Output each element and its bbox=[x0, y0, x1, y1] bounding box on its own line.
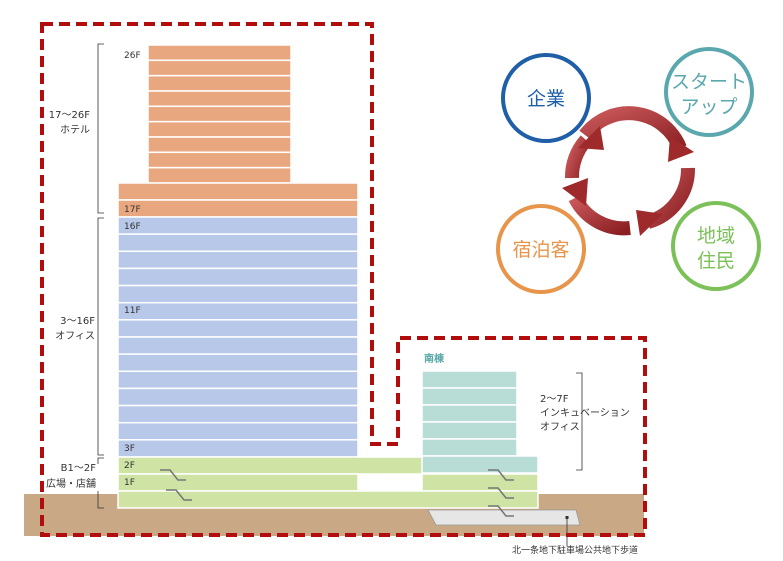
south-floor bbox=[421, 438, 518, 457]
retail-floor bbox=[117, 473, 359, 492]
hotel-floor bbox=[147, 136, 292, 154]
office-floor bbox=[117, 370, 359, 390]
hotel-floor bbox=[117, 182, 359, 201]
office-floor bbox=[117, 284, 359, 304]
office-floor bbox=[117, 233, 359, 253]
south-floor bbox=[421, 387, 518, 406]
south-floor bbox=[421, 370, 518, 389]
south-floor bbox=[421, 404, 518, 423]
hotel-range-label: 17～26F bbox=[49, 110, 90, 121]
hotel-use-label: ホテル bbox=[60, 124, 90, 136]
underground-caption: 北一条地下駐車場公共地下歩道 bbox=[512, 544, 638, 556]
office-floor bbox=[117, 439, 359, 458]
south-bracket bbox=[576, 372, 583, 471]
hotel-bracket bbox=[97, 43, 104, 214]
cycle-arrowheads bbox=[562, 126, 694, 236]
circle-companies-label: 企業 bbox=[527, 88, 565, 110]
south-use-label-2: オフィス bbox=[540, 421, 580, 433]
office-floor bbox=[117, 404, 359, 424]
hotel-floor bbox=[147, 166, 292, 184]
south-building-title: 南棟 bbox=[424, 352, 445, 365]
circle-companies: 企業 bbox=[501, 53, 591, 143]
office-floor bbox=[117, 319, 359, 338]
floor-label-17f: 17F bbox=[124, 205, 141, 215]
escalator-icon bbox=[488, 469, 514, 517]
underground-passage bbox=[427, 509, 581, 526]
circle-guests-label: 宿泊客 bbox=[512, 239, 569, 261]
office-floor bbox=[117, 353, 359, 373]
south-building-floors bbox=[421, 370, 539, 474]
office-bracket bbox=[97, 217, 104, 456]
retail-bracket bbox=[97, 457, 104, 509]
hotel-floors bbox=[117, 44, 359, 218]
floor-label-2f: 2F bbox=[124, 461, 135, 471]
office-floors bbox=[117, 216, 359, 458]
retail-range-label: B1～2F bbox=[61, 463, 97, 474]
circle-residents-label: 地域 bbox=[697, 225, 735, 247]
floor-label-3f: 3F bbox=[124, 444, 135, 454]
south-use-label-1: インキュベーション bbox=[540, 407, 630, 419]
office-floor bbox=[117, 421, 359, 441]
hotel-floor bbox=[117, 199, 359, 218]
circle-residents-label-2: 住民 bbox=[697, 250, 735, 272]
escalator-icon bbox=[160, 469, 192, 501]
office-range-label: 3～16F bbox=[60, 316, 95, 327]
retail-floor bbox=[421, 473, 539, 492]
office-floor bbox=[117, 267, 359, 287]
floor-label-16f: 16F bbox=[124, 222, 141, 232]
floor-label-11f: 11F bbox=[124, 306, 141, 316]
office-use-label: オフィス bbox=[55, 330, 95, 342]
circle-guests: 宿泊客 bbox=[496, 204, 586, 294]
office-floor bbox=[117, 336, 359, 355]
south-range-label: 2～7F bbox=[540, 394, 569, 405]
hotel-floor bbox=[147, 74, 292, 92]
hotel-floor bbox=[147, 44, 292, 62]
north-tower-dashed-border bbox=[40, 22, 647, 537]
hotel-floor bbox=[147, 105, 292, 123]
south-floor bbox=[421, 421, 518, 440]
south-floor bbox=[421, 455, 539, 474]
cycle-arrows bbox=[565, 106, 696, 236]
office-floor bbox=[117, 387, 359, 407]
hotel-floor bbox=[147, 90, 292, 108]
floor-label-26f: 26F bbox=[124, 51, 141, 61]
hotel-floor bbox=[147, 59, 292, 77]
retail-use-label: 広場・店舗 bbox=[46, 477, 96, 490]
circle-startups-label-2: アップ bbox=[680, 96, 737, 118]
hotel-floor bbox=[147, 120, 292, 138]
office-floor bbox=[117, 250, 359, 270]
office-floor bbox=[117, 216, 359, 235]
hotel-floor bbox=[147, 151, 292, 169]
floor-label-1f: 1F bbox=[124, 478, 135, 488]
retail-floor bbox=[117, 490, 539, 509]
office-floor bbox=[117, 301, 359, 321]
circle-startups-label: スタート bbox=[671, 71, 747, 93]
